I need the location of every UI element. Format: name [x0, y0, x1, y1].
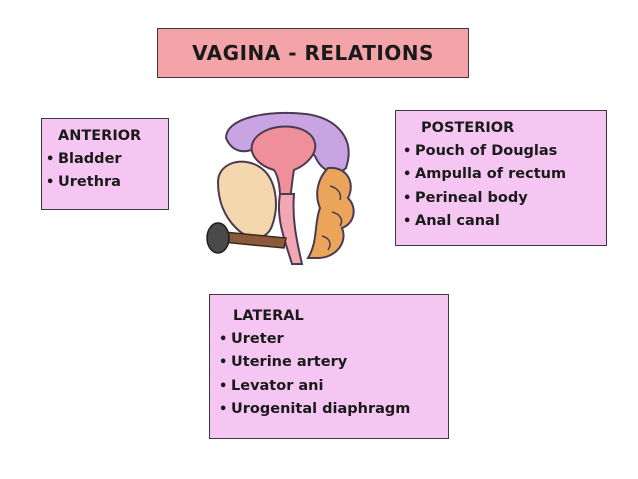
- list-item: •Perineal body: [403, 187, 606, 211]
- anterior-list: •Bladder •Urethra: [46, 148, 168, 195]
- lateral-heading: LATERAL: [233, 308, 304, 324]
- list-item: •Urethra: [46, 171, 168, 195]
- bullet-icon: •: [403, 167, 412, 182]
- list-item: •Levator ani: [219, 375, 448, 399]
- uterus-shape: [250, 125, 317, 199]
- bullet-icon: •: [46, 175, 55, 190]
- bullet-icon: •: [403, 190, 412, 206]
- pelvis-sagittal-illustration: [206, 112, 355, 265]
- bullet-icon: •: [219, 355, 228, 370]
- bullet-icon: •: [219, 331, 228, 347]
- list-item: •Uterine artery: [219, 351, 448, 375]
- lateral-list: •Ureter •Uterine artery •Levator ani •Ur…: [219, 328, 448, 422]
- vagina-shape: [277, 193, 304, 265]
- bladder-shape: [216, 160, 277, 239]
- bullet-icon: •: [403, 214, 412, 229]
- posterior-heading: POSTERIOR: [421, 120, 515, 136]
- posterior-box: POSTERIOR •Pouch of Douglas •Ampulla of …: [395, 110, 607, 246]
- lateral-box: LATERAL •Ureter •Uterine artery •Levator…: [209, 294, 449, 439]
- anterior-heading: ANTERIOR: [58, 128, 142, 144]
- rectum-shape: [306, 166, 355, 259]
- bullet-icon: •: [46, 151, 55, 167]
- bullet-icon: •: [219, 402, 228, 417]
- anterior-box: ANTERIOR •Bladder •Urethra: [41, 118, 169, 210]
- femur-head-shape: [206, 222, 230, 254]
- pubic-bone-shape: [221, 231, 287, 249]
- list-item: •Anal canal: [403, 210, 606, 234]
- bullet-icon: •: [403, 143, 412, 159]
- posterior-list: •Pouch of Douglas •Ampulla of rectum •Pe…: [403, 140, 606, 234]
- list-item: •Bladder: [46, 148, 168, 172]
- page-title: VAGINA - RELATIONS: [157, 28, 469, 78]
- list-item: •Pouch of Douglas: [403, 140, 606, 164]
- list-item: •Ureter: [219, 328, 448, 352]
- list-item: •Ampulla of rectum: [403, 163, 606, 187]
- bullet-icon: •: [219, 378, 228, 394]
- list-item: •Urogenital diaphragm: [219, 398, 448, 422]
